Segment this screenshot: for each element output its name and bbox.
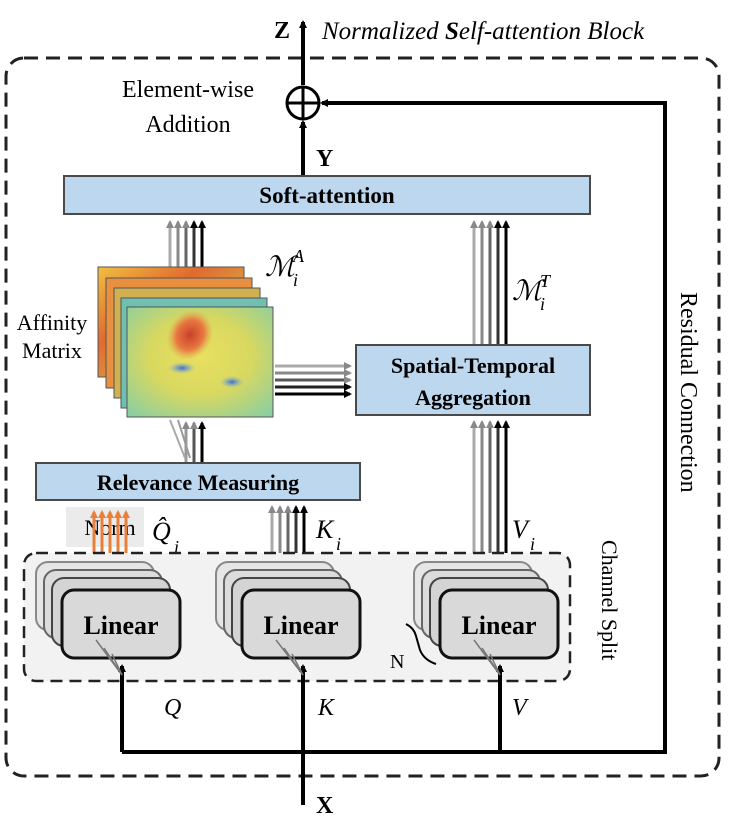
- relevance-measuring-block: [35, 462, 361, 501]
- spatial-temporal-aggregation-block: [355, 344, 591, 416]
- affinity-matrix-stack: [97, 266, 274, 418]
- svg-text:i: i: [336, 534, 341, 554]
- relevance-to-affinity-arrows: [169, 419, 206, 462]
- n-label: N: [390, 651, 404, 673]
- linear-v-label: Linear: [461, 611, 536, 640]
- q-label: Q: [164, 695, 181, 721]
- linear-k-label: Linear: [263, 611, 338, 640]
- q-hat-label: Q̂ i: [152, 517, 179, 557]
- linear-q-label: Linear: [83, 611, 158, 640]
- svg-text:i: i: [293, 270, 298, 290]
- linear-stack-v: Linear: [413, 561, 560, 660]
- svg-text:i: i: [530, 534, 535, 554]
- affinity-label-1: Affinity: [17, 310, 87, 335]
- soft-attention-label: Soft-attention: [259, 183, 395, 208]
- title-suffix: elf-attention Block: [459, 18, 645, 45]
- affinity-to-aggregation-arrows: [275, 362, 352, 398]
- svg-text:i: i: [540, 294, 545, 314]
- title-bold-letter: S: [445, 18, 459, 45]
- svg-text:Q̂: Q̂: [152, 517, 171, 546]
- title-prefix: Normalized: [321, 18, 445, 45]
- element-wise-label-2: Addition: [145, 112, 230, 138]
- soft-attention-block: [63, 175, 591, 215]
- svg-text:ℳ: ℳ: [265, 252, 299, 283]
- residual-connection-label: Residual Connection: [675, 292, 701, 493]
- svg-text:V: V: [512, 515, 531, 544]
- v-to-aggregation-arrows: [470, 420, 510, 560]
- block-title: Normalized Self-attention Block: [321, 18, 645, 45]
- input-fan-lines: [95, 639, 501, 676]
- channel-split-label: Channel Split: [597, 540, 622, 660]
- svg-text:T: T: [540, 271, 552, 291]
- linear-stack-q: Linear: [35, 561, 182, 660]
- element-wise-label-1: Element-wise: [122, 77, 254, 103]
- m-i-t-label: ℳ T i: [512, 271, 552, 314]
- k-label: K: [317, 695, 336, 721]
- k-i-label: K i: [315, 515, 341, 554]
- svg-text:i: i: [174, 537, 179, 557]
- output-z-label: Z: [274, 18, 290, 44]
- svg-text:A: A: [292, 246, 305, 266]
- n-brace: [405, 623, 437, 665]
- addition-icon: [285, 85, 321, 121]
- v-label: V: [512, 695, 529, 721]
- spatial-temporal-label-1: Spatial-Temporal: [391, 353, 555, 378]
- relevance-measuring-label: Relevance Measuring: [97, 470, 299, 495]
- input-x-label: X: [316, 793, 334, 819]
- m-i-a-label: ℳ A i: [265, 246, 305, 290]
- y-label: Y: [316, 146, 333, 172]
- svg-text:ℳ: ℳ: [512, 276, 546, 307]
- v-i-label: V i: [512, 515, 535, 554]
- aggregation-to-soft-attention-arrows: [470, 220, 510, 345]
- linear-stack-k: Linear: [215, 561, 362, 660]
- svg-text:K: K: [315, 515, 335, 544]
- spatial-temporal-label-2: Aggregation: [415, 385, 531, 410]
- affinity-label-2: Matrix: [22, 338, 82, 363]
- outer-dashed-block: [4, 56, 721, 778]
